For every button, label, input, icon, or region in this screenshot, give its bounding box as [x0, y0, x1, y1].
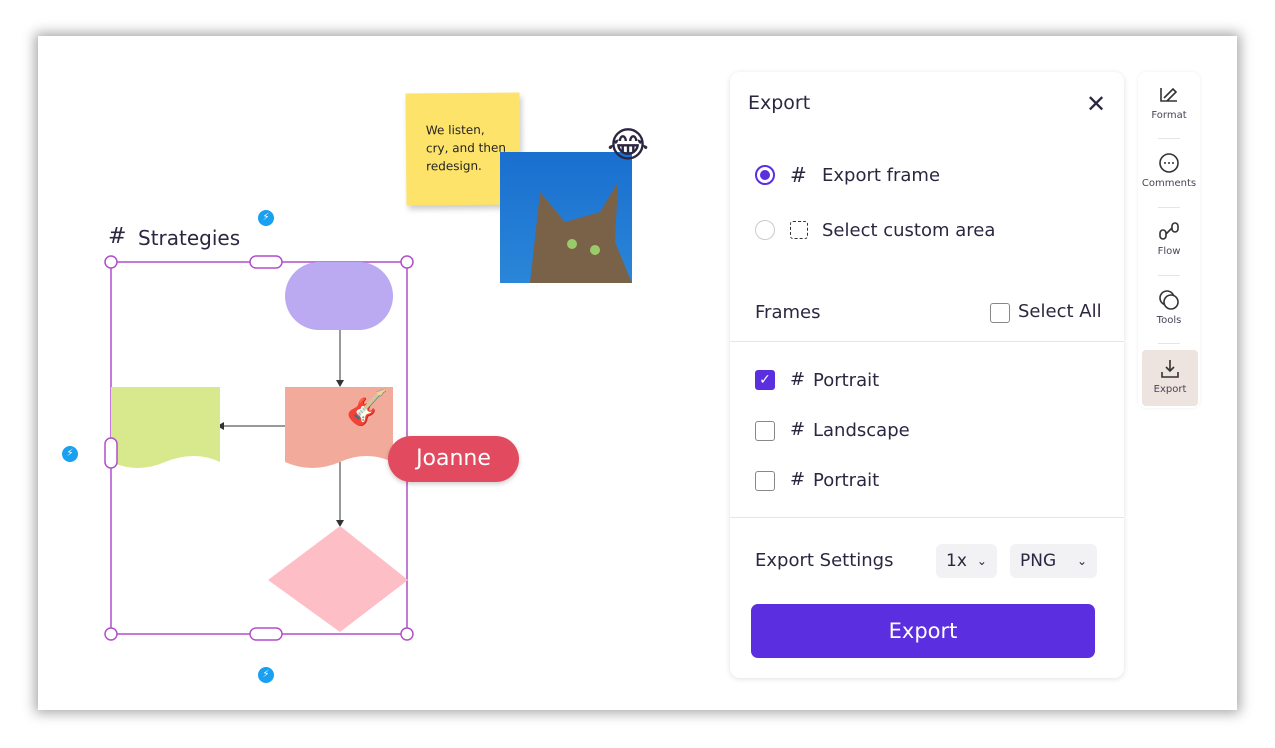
toolbar-label: Export	[1153, 384, 1187, 395]
bolt-icon[interactable]: ⚡	[258, 210, 274, 226]
frame-checkbox[interactable]	[755, 421, 775, 441]
panel-title: Export	[748, 92, 811, 114]
divider	[1158, 207, 1180, 208]
comment-icon	[1159, 153, 1179, 173]
frame-label[interactable]: Portrait	[813, 470, 880, 491]
custom-area-radio[interactable]	[755, 220, 775, 240]
frame-checkbox[interactable]: ✓	[755, 370, 775, 390]
format-dropdown[interactable]: PNG ⌄	[1010, 544, 1097, 578]
frame-title[interactable]: Strategies	[138, 226, 241, 250]
export-frame-label[interactable]: Export frame	[822, 165, 941, 186]
frame-icon: #	[790, 369, 806, 390]
chevron-down-icon: ⌄	[976, 554, 987, 568]
download-icon	[1161, 360, 1179, 378]
flow-icon	[1159, 222, 1179, 240]
chevron-down-icon: ⌄	[1076, 554, 1087, 568]
format-icon	[1160, 87, 1178, 102]
divider	[730, 517, 1124, 518]
cat-image[interactable]	[500, 152, 632, 283]
frames-heading: Frames	[755, 302, 821, 323]
frame-label[interactable]: Portrait	[813, 370, 880, 391]
frame-icon: #	[790, 469, 806, 490]
select-all-checkbox[interactable]	[990, 303, 1010, 323]
toolbar-label: Tools	[1156, 315, 1182, 326]
toolbar-tools[interactable]: Tools	[1138, 289, 1200, 326]
frame-icon: #	[790, 163, 807, 187]
toolbar-label: Flow	[1157, 246, 1181, 257]
toolbar-format[interactable]: Format	[1138, 84, 1200, 121]
guitar-sticker[interactable]: 🎸	[346, 388, 389, 428]
custom-area-label[interactable]: Select custom area	[822, 220, 996, 241]
export-panel: Export ✕ # Export frame Select custom ar…	[730, 72, 1124, 678]
export-button[interactable]: Export	[751, 604, 1095, 658]
crop-area-icon	[790, 221, 808, 239]
frame-checkbox[interactable]	[755, 471, 775, 491]
export-frame-radio[interactable]	[755, 165, 775, 185]
collaborator-cursor-label: Joanne	[388, 436, 519, 482]
divider	[1158, 343, 1180, 344]
bolt-icon[interactable]: ⚡	[62, 446, 78, 462]
toolbar-export[interactable]: Export	[1142, 350, 1198, 406]
format-value: PNG	[1020, 551, 1057, 571]
toolbar-comments[interactable]: Comments	[1138, 152, 1200, 189]
flowchart-frame[interactable]	[100, 250, 420, 650]
tools-icon	[1159, 290, 1179, 310]
right-toolbar: Format Comments Flow Tools Export	[1138, 72, 1200, 408]
toolbar-label: Format	[1151, 110, 1187, 121]
bolt-icon[interactable]: ⚡	[258, 667, 274, 683]
select-all-label[interactable]: Select All	[1018, 301, 1102, 322]
frame-label[interactable]: Landscape	[813, 420, 910, 441]
divider	[1158, 275, 1180, 276]
divider	[1158, 138, 1180, 139]
frame-icon: #	[790, 419, 806, 440]
export-settings-label: Export Settings	[755, 550, 894, 571]
toolbar-flow[interactable]: Flow	[1138, 220, 1200, 257]
divider	[730, 341, 1124, 342]
scale-value: 1x	[946, 551, 967, 571]
frame-icon: #	[108, 224, 127, 249]
laughing-emoji[interactable]: 😂	[607, 125, 650, 166]
scale-dropdown[interactable]: 1x ⌄	[936, 544, 997, 578]
close-icon[interactable]: ✕	[1086, 90, 1107, 118]
toolbar-label: Comments	[1141, 178, 1197, 189]
